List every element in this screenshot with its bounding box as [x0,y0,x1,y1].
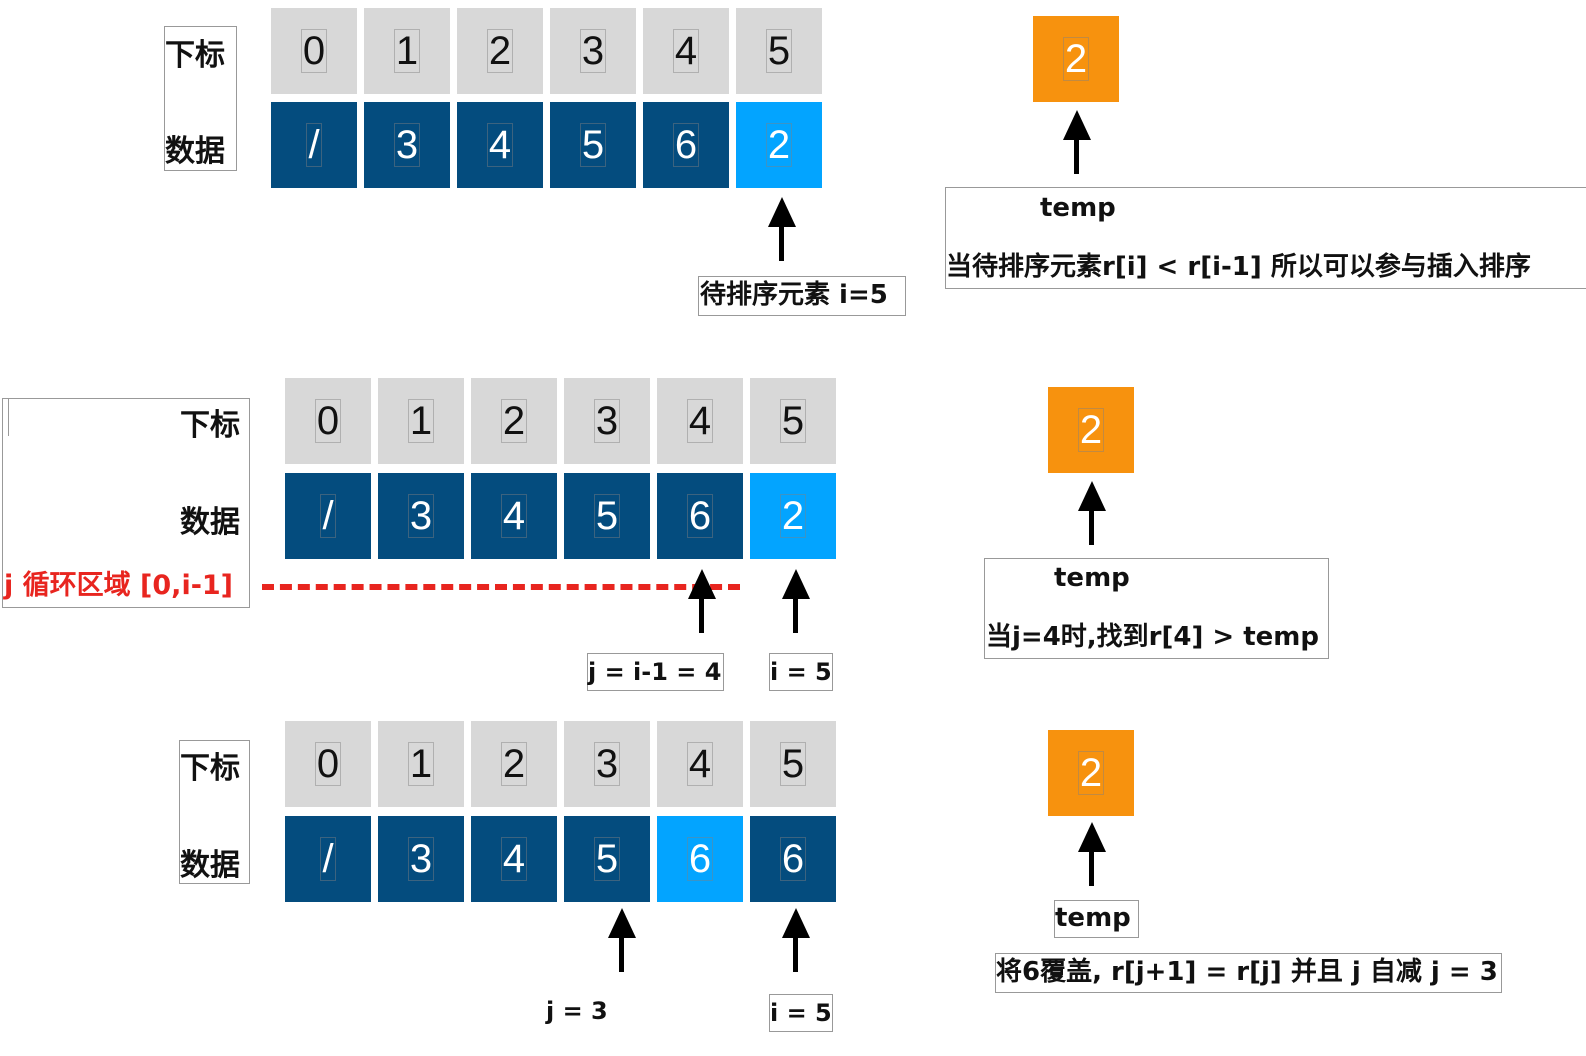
index-cell: 4 [657,721,743,807]
index-cell: 0 [285,378,371,464]
index-row-label: 下标 [180,408,240,443]
index-cell: 2 [471,378,557,464]
arrow-shaft [1074,138,1079,174]
data-cell: 3 [378,473,464,559]
index-cell: 4 [643,8,729,94]
data-cell: 5 [564,816,650,902]
temp-cell: 2 [1048,387,1134,473]
temp-label: temp [1055,903,1131,933]
step-note: 将6覆盖, r[j+1] = r[j] 并且 j 自减 j = 3 [996,957,1498,987]
data-cell: / [271,102,357,188]
i-label: i = 5 [770,658,832,686]
index-cell: 3 [564,721,650,807]
pointer-label: 待排序元素 i=5 [700,280,888,310]
data-cell: 4 [471,473,557,559]
index-cell: 1 [378,721,464,807]
row-labels-box [179,740,250,884]
index-cell: 2 [471,721,557,807]
i-label: i = 5 [770,999,832,1027]
data-row-label: 数据 [180,505,240,540]
arrow-shaft [793,597,798,633]
temp-note-box [984,558,1329,659]
j-label-box [587,653,724,691]
temp-label: temp [1054,563,1130,593]
data-cell-highlighted: 6 [657,816,743,902]
index-cell: 0 [285,721,371,807]
temp-note-box [945,187,1586,289]
index-row-label: 下标 [165,38,225,73]
temp-cell: 2 [1048,730,1134,816]
index-cell: 1 [364,8,450,94]
data-cell: 4 [471,816,557,902]
data-cell: 3 [378,816,464,902]
data-cell: / [285,473,371,559]
up-arrow-icon [608,908,636,938]
data-cell: 5 [564,473,650,559]
data-cell: 3 [364,102,450,188]
up-arrow-icon [1063,110,1091,140]
pointer-label-box [698,276,906,316]
arrow-shaft [619,936,624,972]
up-arrow-icon [1078,822,1106,852]
arrow-shaft [793,936,798,972]
temp-label-box [1054,900,1139,938]
arrow-shaft [1089,509,1094,545]
data-cell: 6 [643,102,729,188]
up-arrow-icon [782,908,810,938]
up-arrow-icon [768,197,796,227]
loop-region-dashed-line [262,584,740,590]
data-cell: / [285,816,371,902]
arrow-shaft [779,225,784,261]
data-row-label: 数据 [165,134,225,169]
index-cell: 5 [750,721,836,807]
temp-cell: 2 [1033,16,1119,102]
index-cell: 3 [550,8,636,94]
step-note: 当待排序元素r[i] < r[i-1] 所以可以参与插入排序 [946,252,1531,282]
index-row-label: 下标 [180,751,240,786]
arrow-shaft [1089,850,1094,886]
index-cell: 5 [736,8,822,94]
step-note-box [995,953,1502,993]
data-cell-highlighted: 2 [736,102,822,188]
data-cell: 4 [457,102,543,188]
step-note: 当j=4时,找到r[4] > temp [986,622,1319,652]
i-label-box [769,653,833,691]
j-label: j = i-1 = 4 [588,658,722,686]
index-cell: 5 [750,378,836,464]
row-labels-box-notch [0,398,9,436]
up-arrow-icon [688,569,716,599]
index-cell: 2 [457,8,543,94]
index-cell: 4 [657,378,743,464]
data-cell: 6 [657,473,743,559]
row-labels-box [164,26,237,171]
data-cell: 6 [750,816,836,902]
j-label: j = 3 [546,997,608,1025]
index-cell: 1 [378,378,464,464]
i-label-box [769,994,833,1032]
up-arrow-icon [782,569,810,599]
loop-region-label: j 循环区域 [0,i-1] [4,570,234,601]
data-cell: 5 [550,102,636,188]
data-row-label: 数据 [180,848,240,883]
index-cell: 0 [271,8,357,94]
row-labels-box [2,398,250,608]
arrow-shaft [699,597,704,633]
data-cell-highlighted: 2 [750,473,836,559]
temp-label: temp [1040,193,1116,223]
index-cell: 3 [564,378,650,464]
up-arrow-icon [1078,481,1106,511]
